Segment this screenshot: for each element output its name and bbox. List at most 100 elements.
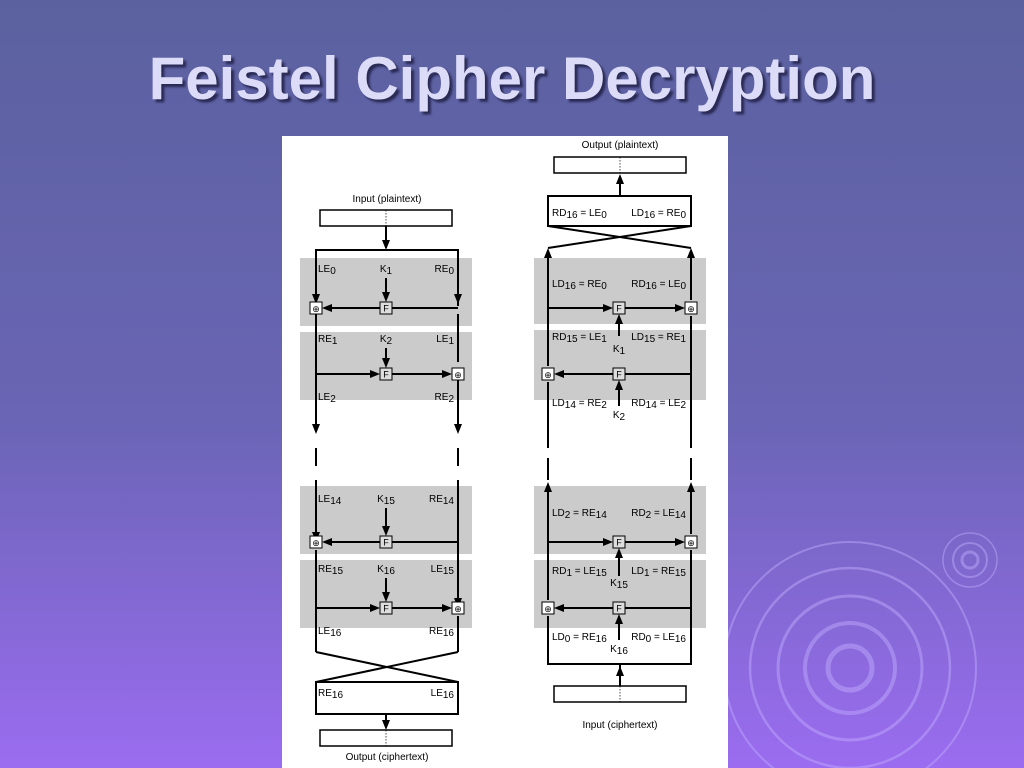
label-part: LE xyxy=(431,564,444,575)
dec-half-label: LD15 = RE1 xyxy=(631,332,686,345)
enc-right-half-label: RE14 xyxy=(429,494,454,507)
label-part: LE xyxy=(436,334,449,345)
label-part: RD xyxy=(552,566,566,577)
label-part: K xyxy=(380,264,387,275)
arrowhead xyxy=(616,174,624,184)
label-part: = LE xyxy=(657,398,681,409)
label-part: K xyxy=(377,564,384,575)
subscript: 1 xyxy=(601,334,607,345)
arrowhead xyxy=(615,614,623,624)
label-part: LD xyxy=(552,632,565,643)
arrowhead xyxy=(382,292,390,302)
arrowhead xyxy=(616,666,624,676)
subscript: 1 xyxy=(387,266,393,277)
subscript: 16 xyxy=(566,210,578,221)
subscript: 2 xyxy=(330,394,336,405)
f-function-label: F xyxy=(383,538,389,548)
xor-box xyxy=(684,301,698,315)
label-part: K xyxy=(610,578,617,589)
arrowhead xyxy=(322,304,332,312)
subscript: 14 xyxy=(565,400,577,411)
dec-round-key-label: K16 xyxy=(610,644,628,657)
arrowhead xyxy=(687,482,695,492)
label-part: LE xyxy=(431,688,444,699)
subscript: 2 xyxy=(565,510,571,521)
xor-symbol: ⊕ xyxy=(687,304,695,314)
arrowhead xyxy=(615,314,623,324)
xor-box xyxy=(309,535,323,549)
label-part: RD xyxy=(631,508,645,519)
arrowhead xyxy=(370,370,380,378)
label-part: K xyxy=(380,334,387,345)
xor-box xyxy=(541,367,555,381)
label-part: RD xyxy=(552,332,566,343)
f-function-label: F xyxy=(616,538,622,548)
subscript: 16 xyxy=(443,628,455,639)
dec-half-label: LD14 = RE2 xyxy=(552,398,607,411)
subscript: 15 xyxy=(566,334,578,345)
arrowhead xyxy=(454,424,462,434)
xor-symbol: ⊕ xyxy=(312,538,320,548)
label-part: = LE xyxy=(651,632,675,643)
swap-line xyxy=(315,651,459,683)
label-part: K xyxy=(613,410,620,421)
enc-right-half-label: RE0 xyxy=(435,264,455,277)
label-part: LE xyxy=(318,392,331,403)
arrowhead xyxy=(554,370,564,378)
subscript: 15 xyxy=(675,568,687,579)
dec-half-label: RD0 = LE16 xyxy=(631,632,686,645)
label-part: RE xyxy=(318,564,332,575)
subscript: 0 xyxy=(601,281,607,292)
input-ciphertext-label: Input (ciphertext) xyxy=(582,720,657,731)
label-part: = LE xyxy=(651,508,675,519)
subscript: 14 xyxy=(646,400,658,411)
arrowhead xyxy=(687,248,695,258)
output-block xyxy=(553,156,687,174)
label-part: RE xyxy=(429,494,443,505)
input-plaintext-label: Input (plaintext) xyxy=(353,194,422,205)
label-part: = RE xyxy=(570,632,596,643)
dec-half-label: RD16 = LE0 xyxy=(631,279,686,292)
output-plaintext-label: Output (plaintext) xyxy=(582,140,659,151)
subscript: 2 xyxy=(646,510,652,521)
arrowhead xyxy=(675,304,685,312)
label-part: LD xyxy=(552,398,565,409)
enc-left-half-label: RE15 xyxy=(318,564,343,577)
swap-block xyxy=(315,681,459,715)
enc-right-half-label: LE1 xyxy=(436,334,454,347)
label-part: LD xyxy=(631,332,644,343)
subscript: 16 xyxy=(443,690,455,701)
dec-half-label: RD1 = LE15 xyxy=(552,566,607,579)
subscript: 16 xyxy=(565,281,577,292)
subscript: 15 xyxy=(596,568,608,579)
dec-half-label: LD2 = RE14 xyxy=(552,508,607,521)
arrowhead xyxy=(442,604,452,612)
dec-round-key-label: K2 xyxy=(613,410,626,423)
arrowhead xyxy=(675,538,685,546)
subscript: 16 xyxy=(596,634,608,645)
label-part: RD xyxy=(552,208,566,219)
label-part: RD xyxy=(631,279,645,290)
subscript: 1 xyxy=(680,334,686,345)
label-part: RE xyxy=(435,264,449,275)
subscript: 15 xyxy=(384,496,396,507)
arrowhead xyxy=(603,304,613,312)
enc-right-half-label: LE15 xyxy=(431,564,455,577)
label-part: = RE xyxy=(570,508,596,519)
xor-symbol: ⊕ xyxy=(312,304,320,314)
subscript: 0 xyxy=(330,266,336,277)
arrowhead xyxy=(312,294,320,304)
xor-symbol: ⊕ xyxy=(454,604,462,614)
dec-half-label: LD0 = RE16 xyxy=(552,632,607,645)
arrowhead xyxy=(382,720,390,730)
f-function-label: F xyxy=(383,604,389,614)
xor-box xyxy=(451,367,465,381)
label-part: = RE xyxy=(576,398,602,409)
label-part: LD xyxy=(631,566,644,577)
arrowhead xyxy=(544,482,552,492)
subscript: 2 xyxy=(680,400,686,411)
label-part: LD xyxy=(552,508,565,519)
subscript: 15 xyxy=(644,334,656,345)
